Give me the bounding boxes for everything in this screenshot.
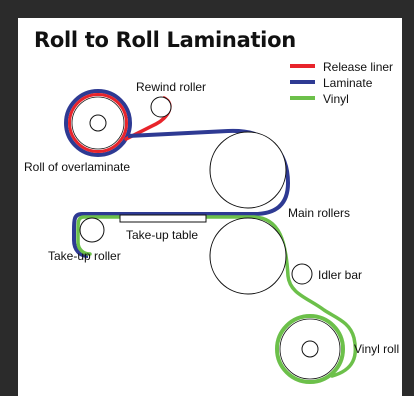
vinyl-roll-wrap [275, 314, 345, 384]
label-take-up-roller: Take-up roller [48, 249, 121, 263]
legend-label-release-liner: Release liner [323, 60, 393, 74]
label-main-rollers: Main rollers [288, 206, 350, 220]
label-take-up-table: Take-up table [126, 228, 198, 242]
page-title: Roll to Roll Lamination [34, 28, 296, 52]
legend-label-vinyl: Vinyl [323, 92, 349, 106]
overlaminate-outer-wrap [64, 89, 132, 157]
label-idler-bar: Idler bar [318, 268, 362, 282]
take-up-roller [79, 217, 105, 243]
rewind-roller [150, 96, 172, 118]
overlaminate-liner-wrap [68, 93, 128, 153]
overlaminate-roll-assembly [64, 89, 132, 157]
take-up-table [119, 214, 207, 223]
vinyl-roll-core [301, 340, 319, 358]
legend-label-laminate: Laminate [323, 76, 373, 90]
diagram-frame: Roll to Roll Lamination Release liner La… [18, 18, 402, 396]
vinyl-path [76, 215, 358, 378]
overlaminate-core [89, 114, 107, 132]
main-roller-bottom [209, 217, 287, 295]
legend: Release liner Laminate Vinyl [290, 60, 393, 106]
label-rewind-roller: Rewind roller [136, 80, 206, 94]
label-roll-of-overlaminate: Roll of overlaminate [24, 160, 130, 174]
label-vinyl-roll: Vinyl roll [354, 342, 399, 356]
idler-bar [291, 263, 313, 285]
main-roller-top [209, 131, 287, 209]
lamination-diagram: Release liner Laminate Vinyl [24, 60, 399, 384]
